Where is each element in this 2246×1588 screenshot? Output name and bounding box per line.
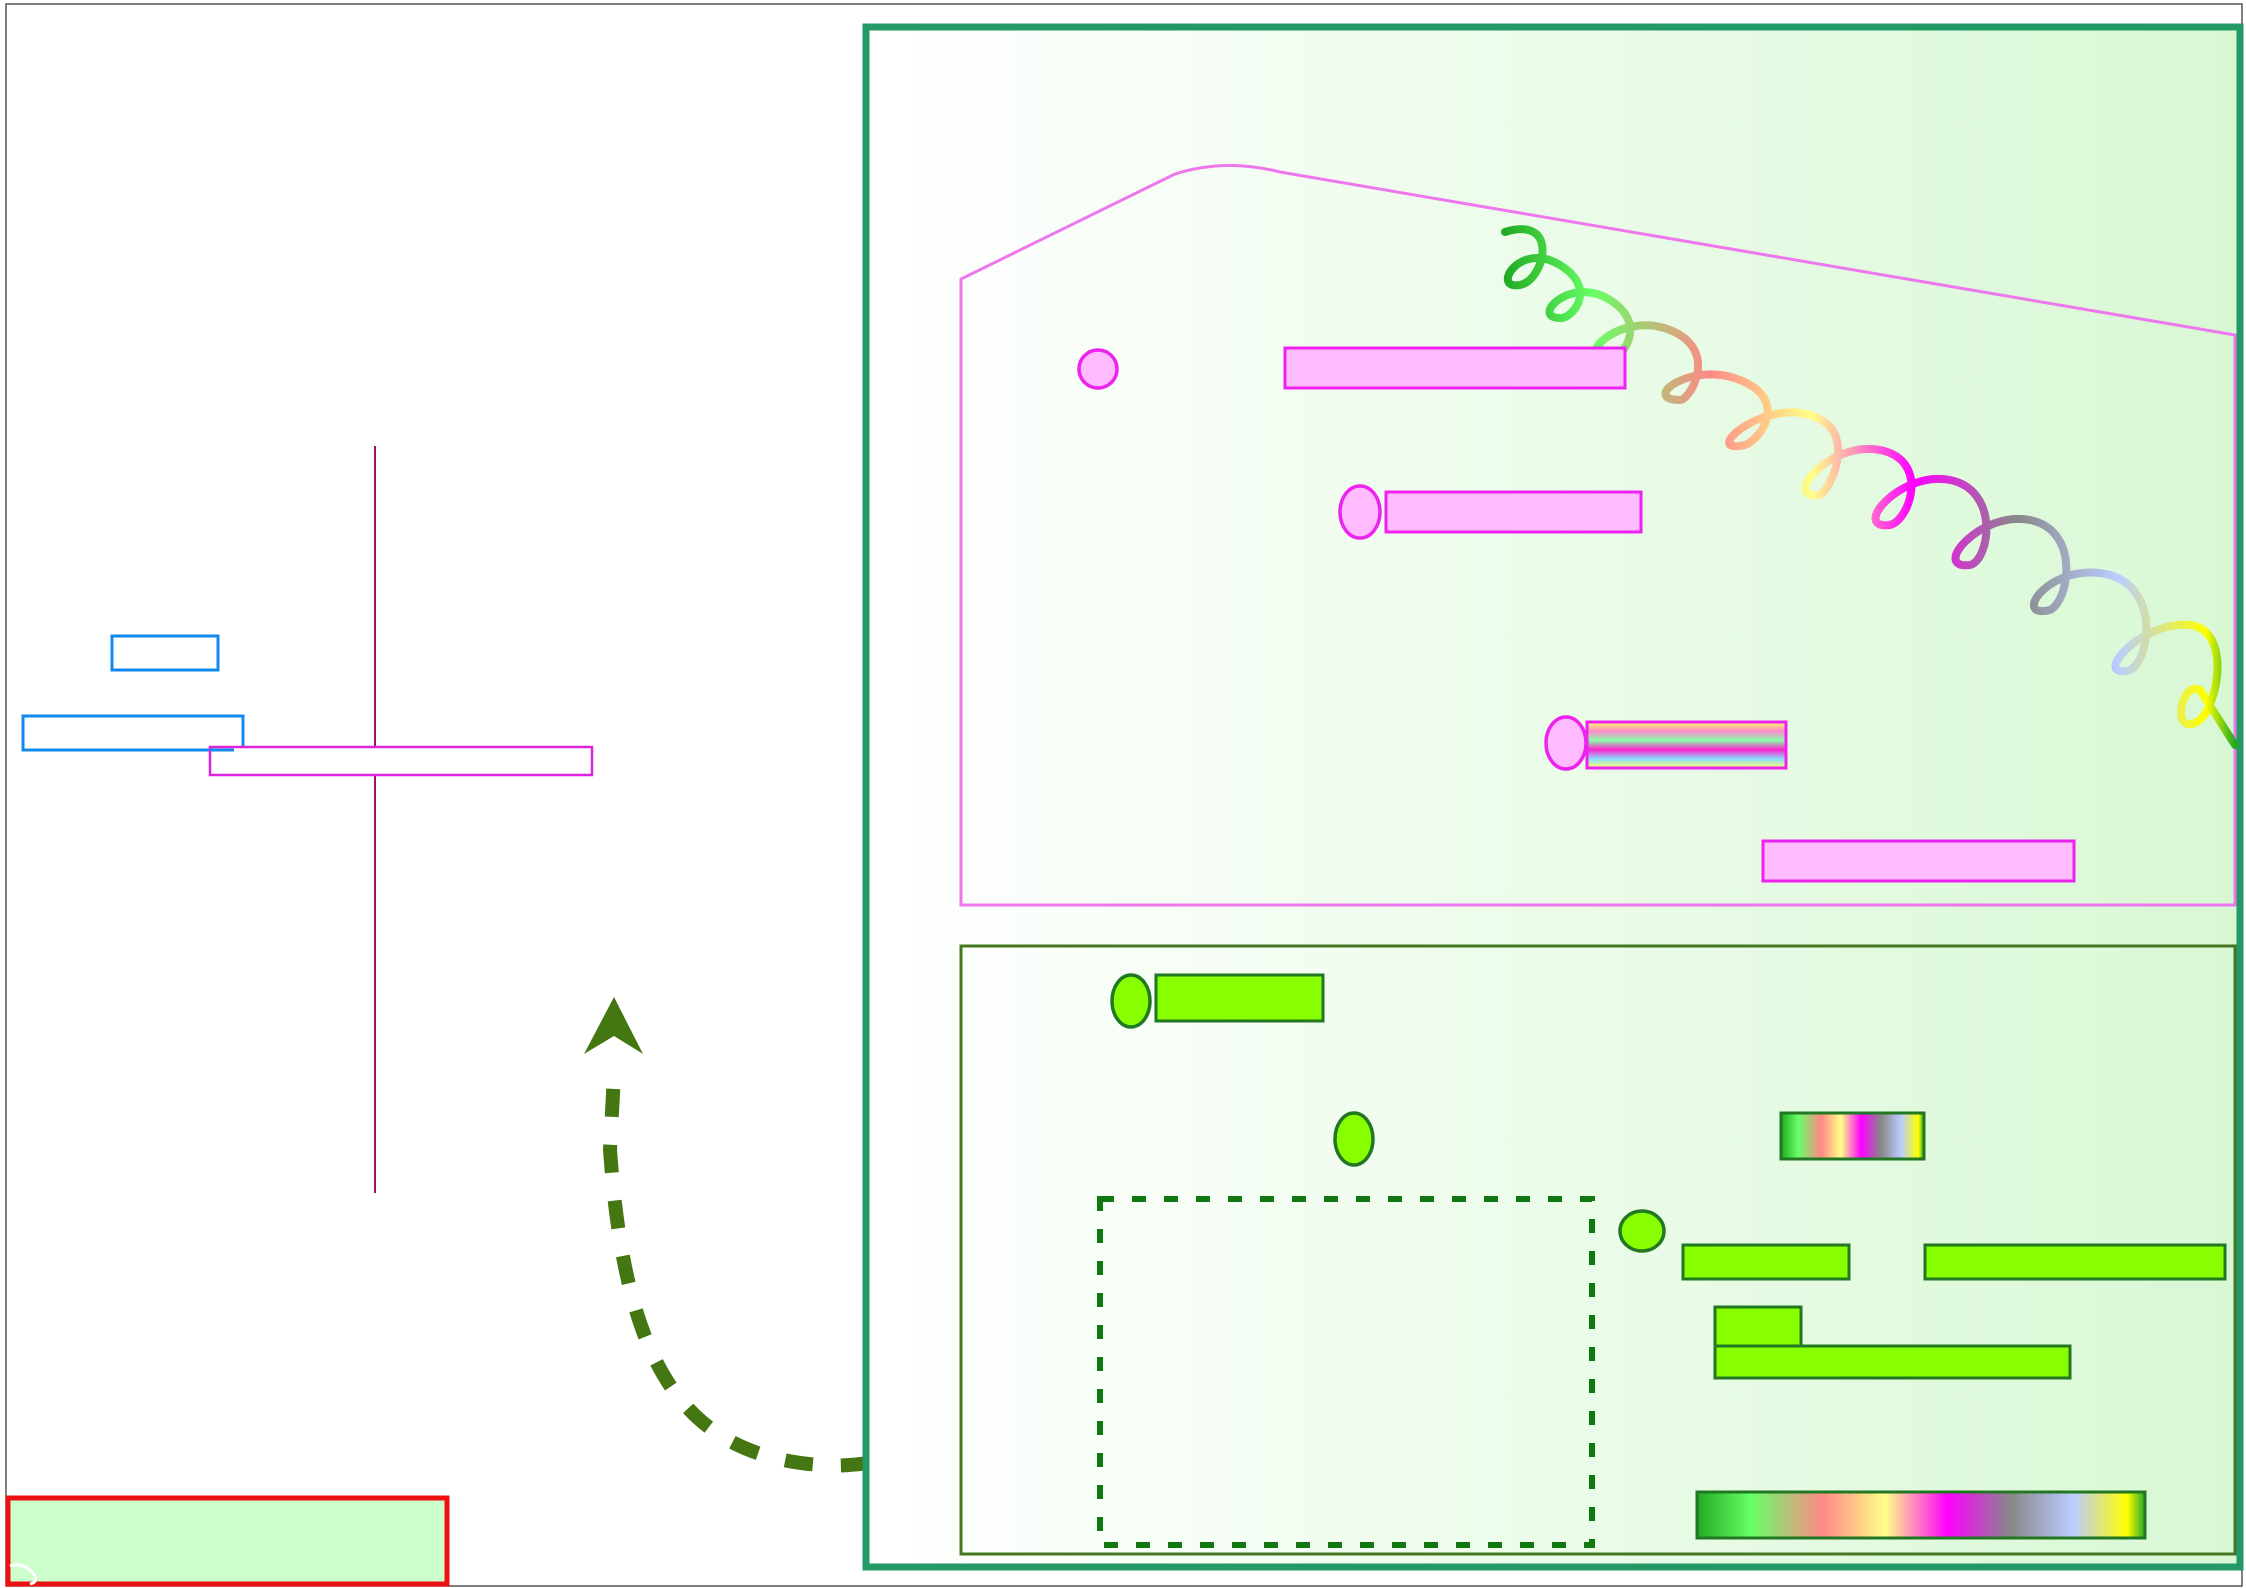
magenta-bar[interactable] bbox=[208, 745, 594, 777]
green-node-bar-gradient-large[interactable] bbox=[1695, 1490, 2147, 1540]
green-node-ellipse-3[interactable] bbox=[1618, 1209, 1666, 1253]
green-node-bar-3[interactable] bbox=[1923, 1243, 2227, 1281]
pink-node-bar-2[interactable] bbox=[1384, 490, 1643, 534]
pink-region bbox=[959, 163, 2237, 907]
pink-node-bar-gradient[interactable] bbox=[1585, 720, 1788, 770]
green-region bbox=[959, 944, 2237, 1556]
small-blue-box[interactable] bbox=[110, 634, 220, 672]
green-node-bar-1[interactable] bbox=[1154, 973, 1325, 1023]
green-node-ellipse-2[interactable] bbox=[1333, 1111, 1375, 1167]
green-node-bar-4[interactable] bbox=[1713, 1344, 2072, 1380]
wide-blue-box[interactable] bbox=[21, 714, 245, 752]
legend-box bbox=[5, 1495, 450, 1587]
green-node-bar-gradient-small[interactable] bbox=[1779, 1111, 1926, 1161]
pink-node-bar-1[interactable] bbox=[1283, 346, 1627, 390]
green-node-ellipse-1[interactable] bbox=[1110, 973, 1152, 1029]
arrow-head-icon bbox=[584, 997, 643, 1054]
pink-node-ellipse-2[interactable] bbox=[1338, 484, 1382, 540]
green-node-tab[interactable] bbox=[1713, 1305, 1803, 1349]
outer-container bbox=[862, 23, 2244, 1571]
pink-node-bar-4[interactable] bbox=[1761, 839, 2076, 883]
rainbow-swirl-connector bbox=[1501, 225, 2239, 749]
green-node-bar-2[interactable] bbox=[1681, 1243, 1851, 1281]
pink-node-ellipse-3[interactable] bbox=[1544, 715, 1588, 771]
pink-node-circle-1[interactable] bbox=[1077, 348, 1119, 390]
legend-corner-mark-icon bbox=[9, 1563, 37, 1586]
